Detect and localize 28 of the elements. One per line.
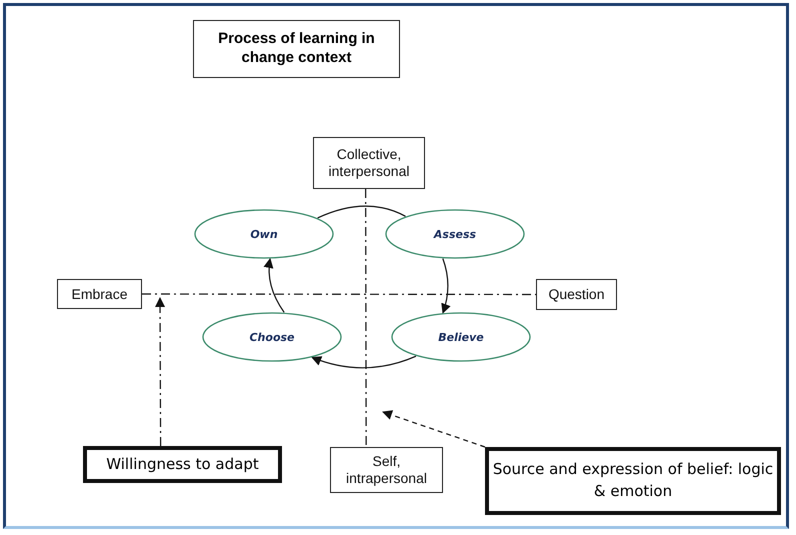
node-text: Question: [548, 286, 605, 303]
node-text: Source and expression of belief: logic & emotion: [492, 459, 774, 502]
axis-line: [155, 297, 166, 446]
stage-ellipse: [391, 312, 531, 362]
leader-line: [382, 410, 486, 448]
node-text: Assess: [434, 228, 476, 240]
title-box: Process of learning in change context: [193, 20, 400, 78]
note-box: [83, 446, 282, 483]
stage-ellipse: [385, 209, 525, 259]
node-text: Self, intrapersonal: [345, 453, 428, 487]
label-box: [57, 279, 142, 309]
node-text: Embrace: [71, 286, 128, 302]
node-text: Choose: [249, 330, 295, 344]
label-box: [313, 137, 425, 189]
node-text: Own: [250, 228, 278, 240]
stage-ellipse: [194, 209, 334, 259]
node-text: Collective, interpersonal: [328, 146, 410, 180]
note-box: [485, 447, 781, 515]
arrow: [264, 258, 285, 313]
axis-line: [142, 293, 536, 296]
arrow: [311, 356, 416, 368]
arrow: [441, 258, 450, 314]
label-box: [330, 447, 443, 493]
node-text: Willingness to adapt: [106, 454, 259, 475]
node-text: Believe: [438, 330, 484, 344]
label-box: [536, 279, 617, 310]
stage-ellipse: [202, 312, 342, 362]
axis-line: [365, 189, 367, 447]
